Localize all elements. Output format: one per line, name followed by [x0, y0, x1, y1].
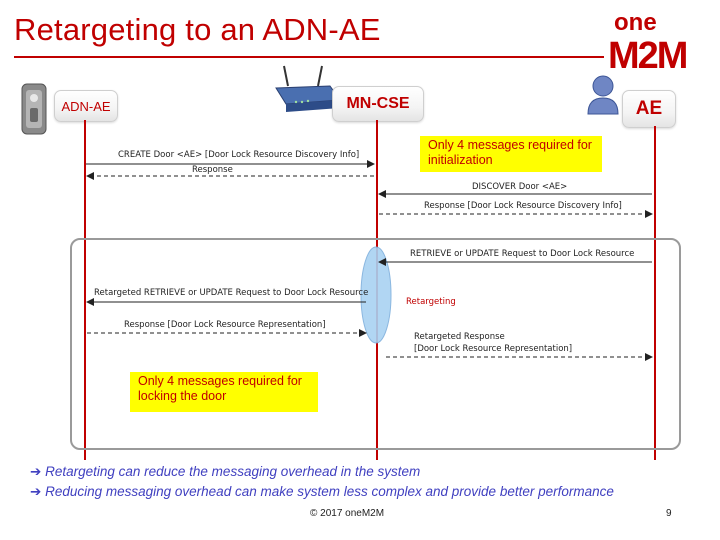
person-icon [587, 75, 619, 115]
label-retargeted-request: Retargeted RETRIEVE or UPDATE Request to… [94, 288, 369, 298]
label-discover-response: Response [Door Lock Resource Discovery I… [424, 201, 622, 211]
bullet-text: Reducing messaging overhead can make sys… [45, 484, 614, 499]
onem2m-logo: one M2M [608, 9, 689, 74]
bullet-list: ➔ Retargeting can reduce the messaging o… [30, 462, 614, 502]
page-number: 9 [666, 508, 672, 519]
label-retrieve-update: RETRIEVE or UPDATE Request to Door Lock … [410, 249, 635, 259]
title-underline [14, 56, 604, 58]
door-lock-icon [21, 83, 47, 135]
bullet-item: ➔ Retargeting can reduce the messaging o… [30, 462, 614, 482]
entity-ae: AE [622, 90, 676, 128]
bullet-text: Retargeting can reduce the messaging ove… [45, 464, 421, 479]
logo-text-one: one [614, 9, 657, 36]
label-response-representation: Response [Door Lock Resource Representat… [124, 320, 326, 330]
arrow-right-icon: ➔ [30, 464, 42, 479]
label-retargeted-response-1: Retargeted Response [414, 332, 505, 342]
entity-mn-cse: MN-CSE [332, 86, 424, 122]
entity-adn-ae: ADN-AE [54, 90, 118, 122]
interaction-frame [70, 238, 681, 450]
retargeting-ellipse [360, 246, 392, 344]
lifeline-ae [654, 126, 656, 460]
label-create-response: Response [192, 165, 233, 175]
arrow-right-icon: ➔ [30, 484, 42, 499]
bullet-item: ➔ Reducing messaging overhead can make s… [30, 482, 614, 502]
logo-text-m2m: M2M [608, 35, 687, 74]
label-discover: DISCOVER Door <AE> [472, 182, 568, 192]
label-retargeting: Retargeting [406, 297, 456, 307]
copyright-footer: © 2017 oneM2M [310, 508, 385, 519]
note-initialization: Only 4 messages required for initializat… [420, 136, 602, 172]
label-retargeted-response-2: [Door Lock Resource Representation] [414, 344, 573, 354]
label-create: CREATE Door <AE> [Door Lock Resource Dis… [118, 150, 360, 160]
note-locking: Only 4 messages required for locking the… [130, 372, 318, 412]
lifeline-adn-ae [84, 120, 86, 460]
page-title: Retargeting to an ADN-AE [14, 12, 381, 47]
